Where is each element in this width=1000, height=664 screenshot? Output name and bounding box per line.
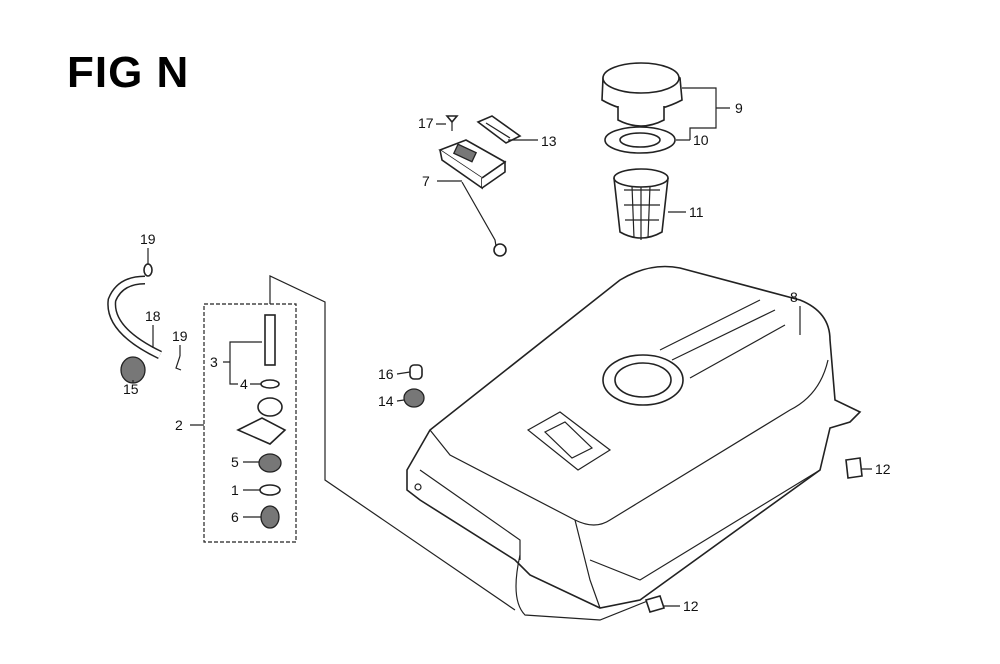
strainer (613, 168, 669, 240)
callout-17: 17 (418, 115, 434, 131)
callout-16: 16 (378, 366, 394, 382)
callout-19-top: 19 (140, 231, 156, 247)
callout-1: 1 (231, 482, 239, 498)
callout-12-right: 12 (875, 461, 891, 477)
cap-gasket (604, 126, 676, 154)
callout-13: 13 (541, 133, 557, 149)
callout-7: 7 (422, 173, 430, 189)
clip-top (143, 263, 153, 277)
callout-12-bottom: 12 (683, 598, 699, 614)
figure-title: FIG N (67, 48, 190, 97)
fuel-tank (406, 265, 862, 621)
callout-10: 10 (693, 132, 709, 148)
clip-bottom (175, 355, 182, 371)
callout-14: 14 (378, 393, 394, 409)
callout-3: 3 (210, 354, 218, 370)
fuel-gauge (438, 139, 507, 257)
collar (409, 364, 423, 380)
callout-6: 6 (231, 509, 239, 525)
tube-cap (120, 356, 146, 384)
rubber-mount (403, 388, 425, 408)
fuel-tube (107, 275, 162, 360)
callout-19-bottom: 19 (172, 328, 188, 344)
callout-15: 15 (123, 381, 139, 397)
callout-9: 9 (735, 100, 743, 116)
nut-bottom (644, 595, 666, 613)
callout-11: 11 (689, 204, 704, 220)
callout-8: 8 (790, 289, 798, 305)
gauge-gasket (476, 115, 522, 144)
fuel-cap (601, 62, 683, 127)
gauge-screw (445, 115, 459, 131)
fuel-cock-assembly (203, 275, 516, 611)
callout-18: 18 (145, 308, 161, 324)
callout-2: 2 (175, 417, 183, 433)
callout-5: 5 (231, 454, 239, 470)
callout-4: 4 (240, 376, 248, 392)
nut-right (845, 457, 863, 479)
